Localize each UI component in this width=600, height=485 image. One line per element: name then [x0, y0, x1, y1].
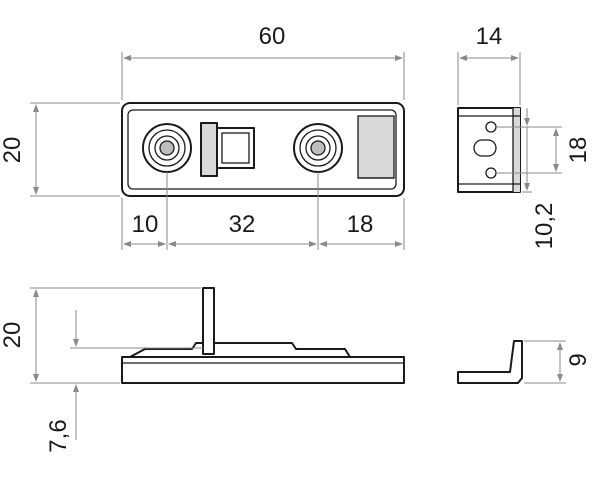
dim-20-top-label: 20 [0, 137, 26, 164]
side-view-outline [457, 107, 521, 193]
top-plate-outline [121, 102, 405, 197]
top-plate-inner-outline [127, 109, 397, 190]
dim-60: 60 [121, 23, 405, 100]
dim-20-front-label: 20 [0, 322, 26, 349]
front-post [202, 287, 215, 355]
dim-7-6-label: 7,6 [45, 419, 72, 452]
dim-14: 14 [457, 23, 521, 105]
side-view: 14 18 10,2 [457, 23, 592, 249]
keyhole [473, 121, 497, 179]
dim-10-2-label: 10,2 [531, 203, 558, 250]
profile-view: 9 [457, 340, 592, 384]
dim-20-top: 20 [0, 102, 120, 197]
dim-14-label: 14 [476, 23, 503, 50]
dim-9: 9 [524, 340, 592, 384]
angle-profile [457, 340, 523, 384]
right-mounting-hole [293, 123, 343, 173]
dim-9-label: 9 [565, 353, 592, 366]
dim-32-label: 32 [229, 211, 256, 238]
dim-18-side-label: 18 [565, 137, 592, 164]
dim-20-front: 20 [0, 287, 201, 384]
left-mounting-hole [142, 123, 192, 173]
dim-chain-bottom: 10 32 18 [121, 172, 405, 250]
front-view: 20 7,6 [0, 287, 405, 453]
front-body [121, 356, 405, 384]
dim-18-bottom-label: 18 [347, 211, 374, 238]
dim-10-label: 10 [132, 211, 159, 238]
dim-18-side: 18 [496, 126, 592, 174]
dim-60-label: 60 [259, 23, 286, 50]
front-profile [129, 342, 351, 358]
right-tab-shade [358, 116, 394, 178]
top-view: 60 20 10 32 18 [0, 23, 405, 250]
dim-7-6: 7,6 [45, 310, 203, 453]
latch-slot [200, 122, 255, 177]
dim-10-2: 10,2 [522, 108, 558, 249]
